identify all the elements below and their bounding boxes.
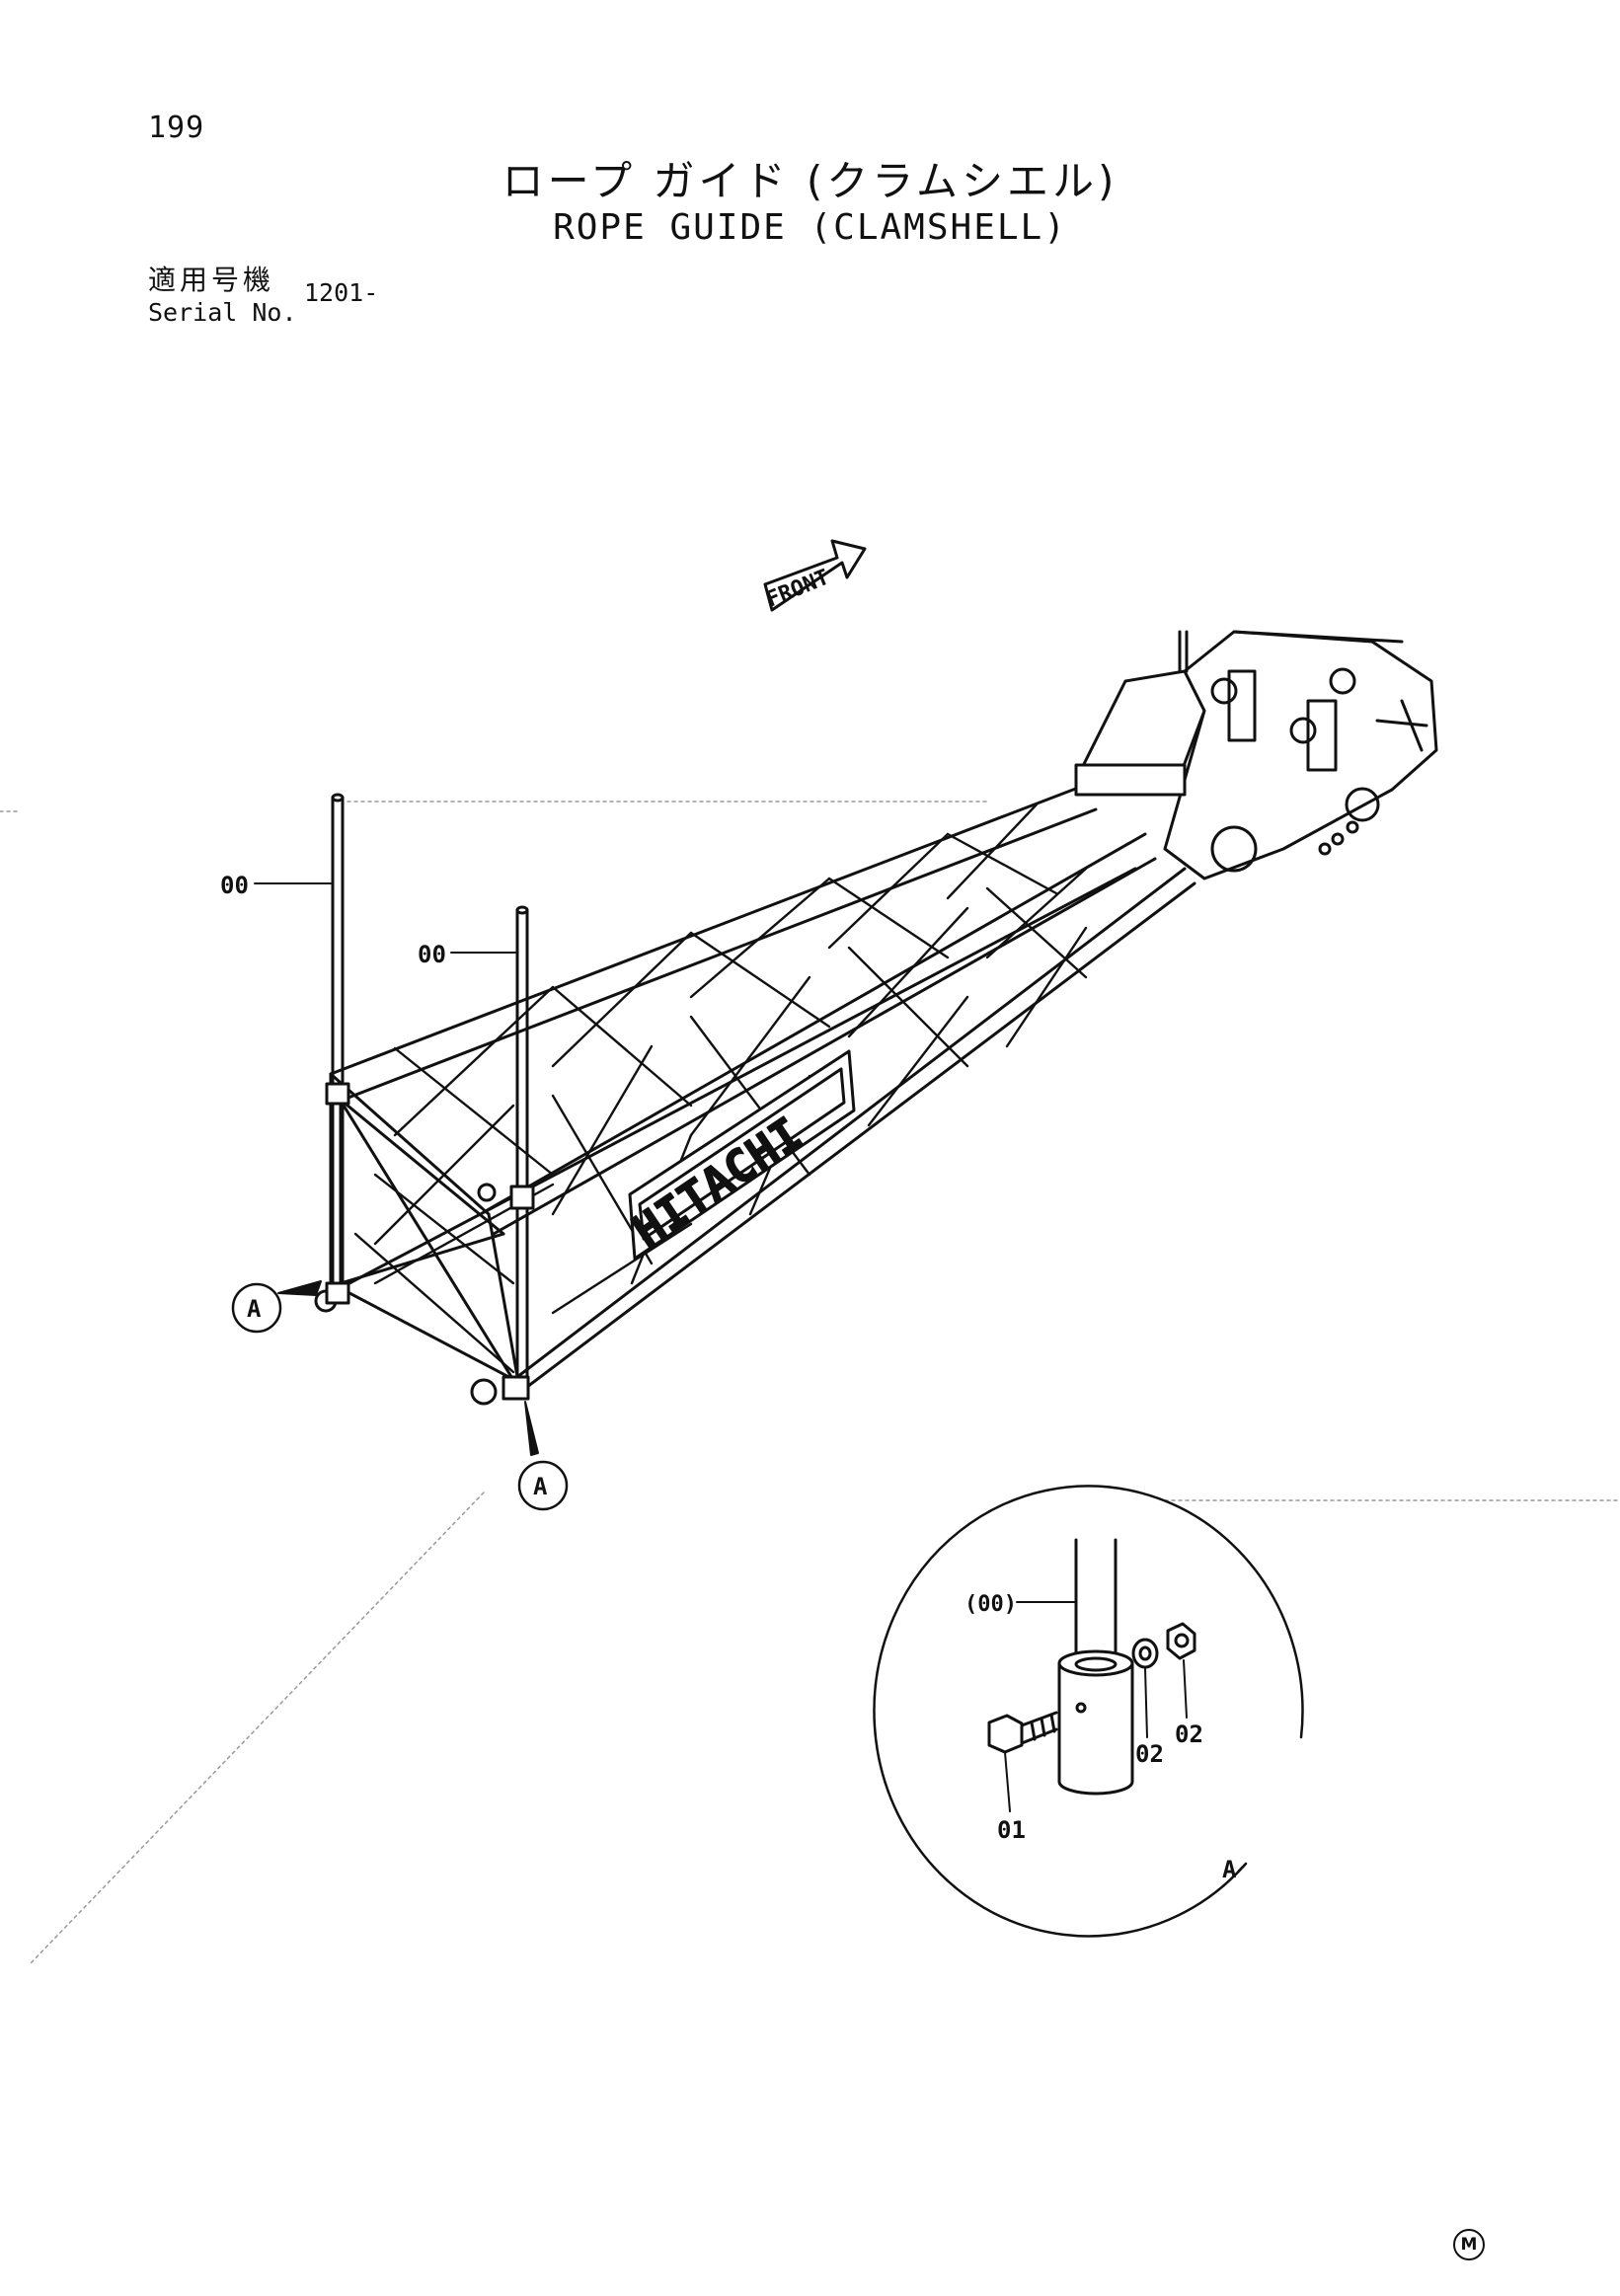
callout-guide-rod-left: 00 xyxy=(220,872,249,899)
manufacturer-mark: M xyxy=(1453,2229,1485,2260)
detail-ref-right: A xyxy=(533,1473,548,1500)
detail-arrow-left-icon xyxy=(277,1280,322,1296)
detail-rod-label: (00) xyxy=(964,1592,1017,1617)
callout-guide-rod-right: 00 xyxy=(418,941,446,968)
detail-view-label: A xyxy=(1222,1856,1237,1883)
detail-ref-right-circle xyxy=(517,1460,569,1511)
boom-heel xyxy=(1074,630,1438,880)
bolt-icon xyxy=(987,1711,1058,1754)
detail-view-a xyxy=(873,1485,1304,1938)
rope-guide-rod-left xyxy=(314,793,350,1313)
page-title-japanese: ロープ ガイド (クラムシエル) xyxy=(501,157,1119,205)
extension-lines xyxy=(0,801,1620,1965)
page-title-english: ROPE GUIDE (CLAMSHELL) xyxy=(553,207,1067,248)
detail-ref-left-circle xyxy=(231,1282,282,1334)
detail-ref-left: A xyxy=(247,1295,262,1323)
detail-nut-label-1: 02 xyxy=(1135,1740,1164,1768)
detail-bolt-label: 01 xyxy=(997,1816,1026,1844)
page-number: 199 xyxy=(148,111,205,145)
nut-icon xyxy=(1166,1622,1196,1660)
front-arrow-icon: FRONT xyxy=(763,539,867,613)
detail-arrow-right-icon xyxy=(524,1401,539,1456)
rope-guide-rod-right xyxy=(470,905,535,1406)
serial-label-japanese: 適用号機 xyxy=(148,264,275,296)
serial-label-english: Serial No. xyxy=(148,298,297,327)
detail-nut-label-2: 02 xyxy=(1175,1721,1203,1748)
washer-icon xyxy=(1131,1638,1159,1669)
boom-frame xyxy=(329,783,1196,1392)
serial-value: 1201- xyxy=(304,278,379,307)
